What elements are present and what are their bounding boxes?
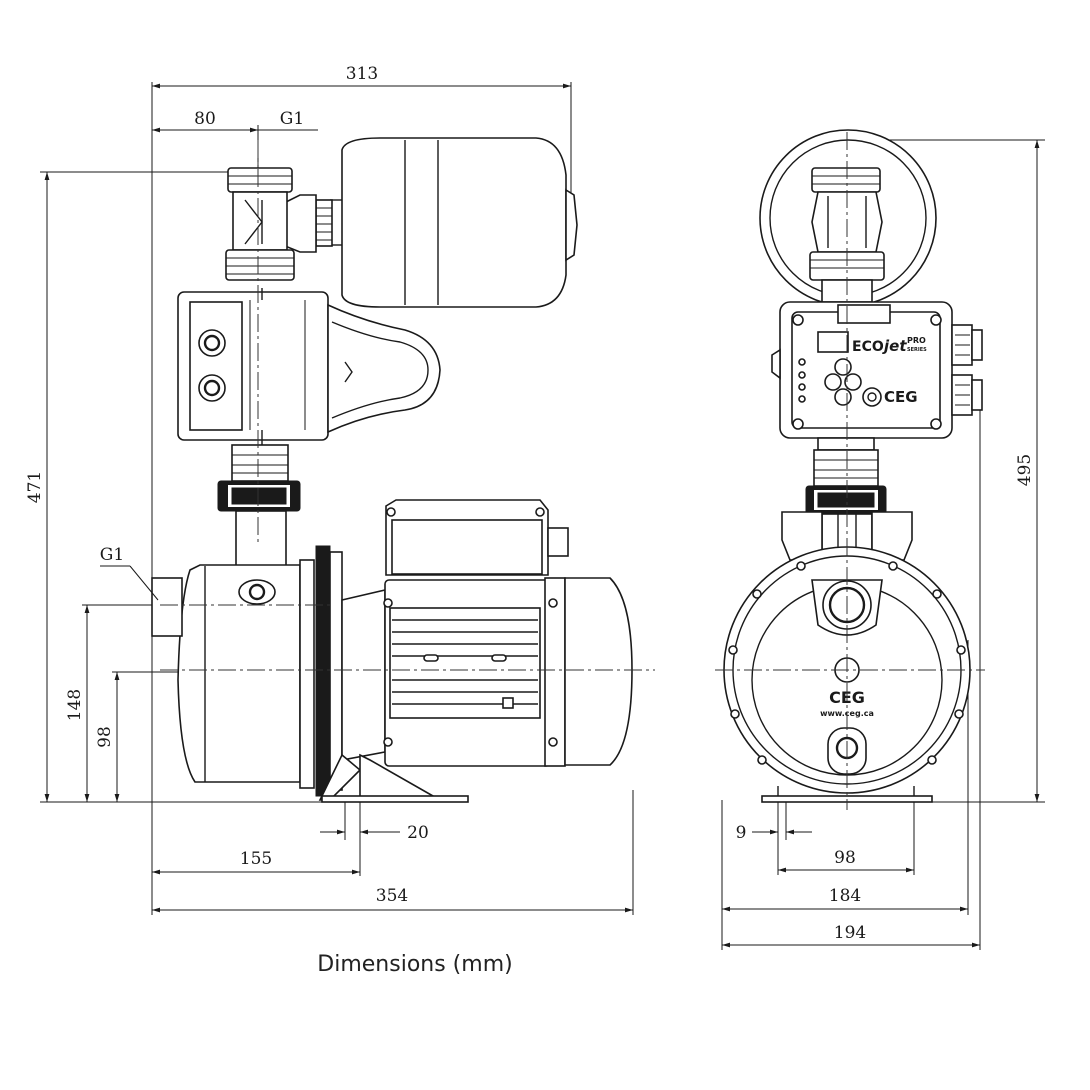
dim-495: 495 [1015,454,1035,486]
pump-foot-side [321,795,469,803]
dim-9: 9 [736,823,747,843]
dim-20: 20 [407,823,429,843]
label-inlet-g1: G1 [100,545,124,565]
dim-313: 313 [346,64,378,84]
pump-body-side [151,545,444,801]
dim-471: 471 [25,471,45,503]
controller-brand: ECO [852,339,884,355]
extension-lines-front [721,139,1045,950]
dim-148: 148 [65,689,85,721]
terminal-box-side [385,499,569,576]
controller-series: PRO [907,336,926,345]
controller-series-sub: SERIES [907,347,927,353]
dim-194: 194 [834,923,866,943]
dim-98-side: 98 [95,726,115,748]
controller-logo: CEG [884,388,918,406]
pressure-controller-side [177,288,441,445]
pressure-tank [279,137,578,308]
extension-lines-side [40,82,634,915]
dim-184: 184 [829,886,861,906]
connecting-pipe [217,444,301,572]
side-view: 313 80 G1 G1 471 148 98 20 155 354 [25,64,655,915]
dim-155: 155 [240,849,272,869]
motor-side [383,577,633,767]
caption: Dimensions (mm) [317,952,513,977]
dim-98-front: 98 [834,848,856,868]
dimension-lines-front [722,140,1040,948]
dim-354: 354 [376,886,408,906]
front-view: ECO jet PRO SERIES CEG [715,129,1045,950]
controller-front: ECO jet PRO SERIES CEG [771,301,983,439]
dimension-lines-side [44,83,633,913]
outlet-fitting [225,167,295,281]
label-outlet-g1: G1 [280,109,304,129]
controller-brand-script: jet [882,337,907,355]
dim-80: 80 [194,109,216,129]
